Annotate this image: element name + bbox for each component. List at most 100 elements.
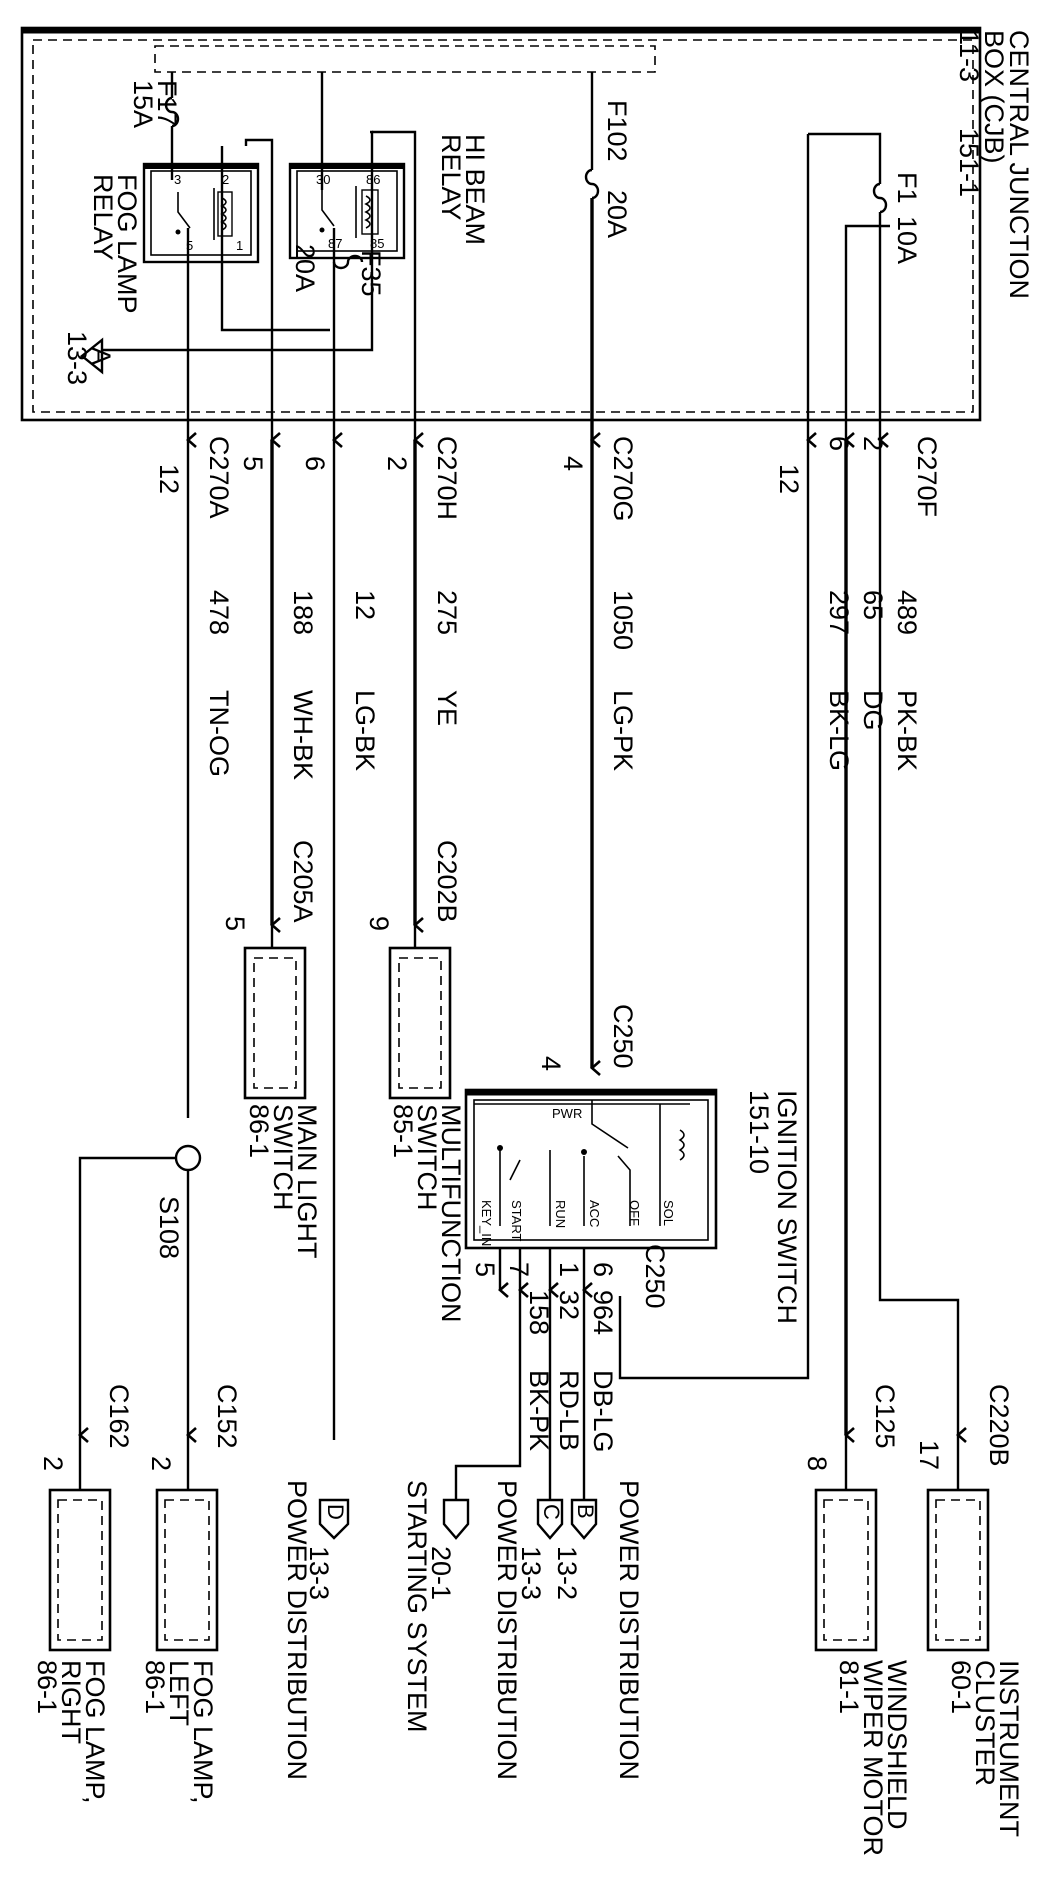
page-ref-start-flag	[442, 1498, 470, 1540]
hibeam-relay-title-2: RELAY	[436, 134, 466, 221]
page-ref-d-label: POWER DISTRIBUTION	[282, 1480, 312, 1780]
svg-text:D: D	[323, 1504, 348, 1520]
ign-sol-label: SOL	[661, 1200, 676, 1226]
component-boxes: PWR KEY_IN START RUN ACC OFF SOL	[48, 925, 990, 1652]
main-light-switch-box	[243, 946, 307, 1100]
ign-keyin-label: KEY_IN	[479, 1200, 494, 1246]
cjb-title-line1: CENTRAL JUNCTION	[1004, 30, 1034, 299]
pin-c250-6: 6	[588, 1262, 618, 1277]
pin-c205a-5: 5	[220, 916, 250, 931]
fog-relay-pin-2: 2	[222, 172, 229, 187]
hibeam-relay-pin-87: 87	[328, 236, 342, 251]
ign-acc-label: ACC	[587, 1200, 602, 1227]
conn-c152: C152	[212, 1384, 242, 1449]
fog-lamp-left-box	[155, 1488, 219, 1652]
wire-478-circuit: 478	[204, 590, 234, 635]
page-ref-b-flag	[570, 1498, 598, 1540]
fuse-f35-rating: 20A	[290, 244, 320, 292]
pin-c270h-5: 5	[238, 456, 268, 471]
wire-12-color: LG-BK	[350, 690, 380, 771]
page-ref-b-label: POWER DISTRIBUTION	[614, 1480, 644, 1780]
pin-c220b-17: 17	[914, 1440, 944, 1470]
cluster-title-1: INSTRUMENT	[994, 1660, 1024, 1837]
fog-right-title-2: RIGHT	[56, 1660, 86, 1744]
hibeam-relay-pin-86: 86	[366, 172, 380, 187]
fog-right-ref: 86-1	[32, 1660, 62, 1714]
pin-c270g-4: 4	[558, 456, 588, 471]
pin-c250-4: 4	[536, 1056, 566, 1071]
pin-c270f-6: 6	[824, 436, 854, 451]
hi-beam-relay: 30 86 87 85	[288, 162, 406, 260]
svg-text:B: B	[573, 1504, 598, 1519]
fuse-f102-rating: 20A	[602, 190, 632, 238]
conn-c220b: C220B	[984, 1384, 1014, 1467]
page-ref-start-number: 20-1	[426, 1546, 456, 1600]
wire-32-circuit: 32	[554, 1290, 584, 1320]
pin-c250-1: 1	[554, 1262, 584, 1277]
ign-off-label: OFF	[627, 1200, 642, 1226]
page-ref-c-flag	[536, 1498, 564, 1540]
wire-65-circuit: 65	[858, 590, 888, 620]
wire-964-color: DB-LG	[588, 1370, 618, 1453]
fuse-f35-name: F35	[356, 250, 386, 297]
fuse-f17-name: F17	[152, 80, 182, 127]
fuse-f102-name: F102	[602, 100, 632, 162]
pin-c250-5: 5	[470, 1262, 500, 1277]
fog-relay-title-1: FOG LAMP	[112, 174, 142, 314]
conn-c125: C125	[870, 1384, 900, 1449]
pin-c125-8: 8	[802, 1456, 832, 1471]
hibeam-relay-title-1: HI BEAM	[460, 134, 490, 245]
wire-188-circuit: 188	[288, 590, 318, 635]
main-light-title-1: MAIN LIGHT	[292, 1104, 322, 1259]
pin-c202b-9: 9	[364, 916, 394, 931]
ign-run-label: RUN	[553, 1200, 568, 1228]
multifunction-title-2: SWITCH	[412, 1104, 442, 1210]
fog-lamp-right-box	[48, 1488, 112, 1652]
fog-right-title-1: FOG LAMP,	[80, 1660, 110, 1804]
fog-relay-pin-3: 3	[174, 172, 181, 187]
page-ref-d-flag	[318, 1498, 350, 1540]
fog-relay-pin-5: 5	[186, 238, 193, 253]
fuse-f1-name: F1	[892, 172, 922, 204]
page-ref-b-number: 13-2	[552, 1546, 582, 1600]
fog-lamp-relay: 3 2 5 1	[142, 162, 260, 264]
fuse-f17-rating: 15A	[128, 80, 158, 128]
splice-s108	[174, 1144, 202, 1172]
wire-489-circuit: 489	[892, 590, 922, 635]
wire-275-circuit: 275	[432, 590, 462, 635]
conn-c270a: C270A	[204, 436, 234, 519]
hibeam-relay-pin-30: 30	[316, 172, 330, 187]
cjb-ref-b: 151-1	[954, 128, 984, 197]
ignition-ref: 151-10	[744, 1090, 774, 1174]
pin-c270a-12: 12	[154, 464, 184, 494]
wiper-ref: 81-1	[834, 1660, 864, 1714]
fog-left-title-1: FOG LAMP,	[188, 1660, 218, 1804]
conn-c205a: C205A	[288, 840, 318, 923]
labels: CENTRAL JUNCTION BOX (CJB) 11-3 151-1 F1…	[32, 30, 1034, 1856]
wiper-motor-box	[814, 1488, 878, 1652]
wiper-title-1: WINDSHIELD	[882, 1660, 912, 1830]
svg-text:A: A	[86, 347, 116, 365]
fog-left-title-2: LEFT	[164, 1660, 194, 1726]
pin-c270f-2: 2	[858, 436, 888, 451]
ign-pwr-label: PWR	[552, 1106, 582, 1121]
wire-297-circuit: 297	[824, 590, 854, 635]
multifunction-ref: 85-1	[388, 1104, 418, 1158]
main-light-ref: 86-1	[244, 1104, 274, 1158]
page-ref-c-label: POWER DISTRIBUTION	[492, 1480, 522, 1780]
instrument-cluster-box	[926, 1488, 990, 1652]
wire-1050-color: LG-PK	[608, 690, 638, 771]
conn-c270h: C270H	[432, 436, 462, 520]
fog-left-ref: 86-1	[140, 1660, 170, 1714]
fog-relay-pin-1: 1	[236, 238, 243, 253]
ign-start-label: START	[509, 1200, 524, 1241]
fuse-f1-rating: 10A	[892, 216, 922, 264]
pin-c270h-6: 6	[300, 456, 330, 471]
wire-158-color: BK-PK	[524, 1370, 554, 1451]
hibeam-relay-pin-85: 85	[370, 236, 384, 251]
wire-478-color: TN-OG	[204, 690, 234, 777]
wire-158-circuit: 158	[524, 1290, 554, 1335]
fog-relay-title-2: RELAY	[88, 174, 118, 261]
multifunction-title-1: MULTIFUNCTION	[436, 1104, 466, 1322]
